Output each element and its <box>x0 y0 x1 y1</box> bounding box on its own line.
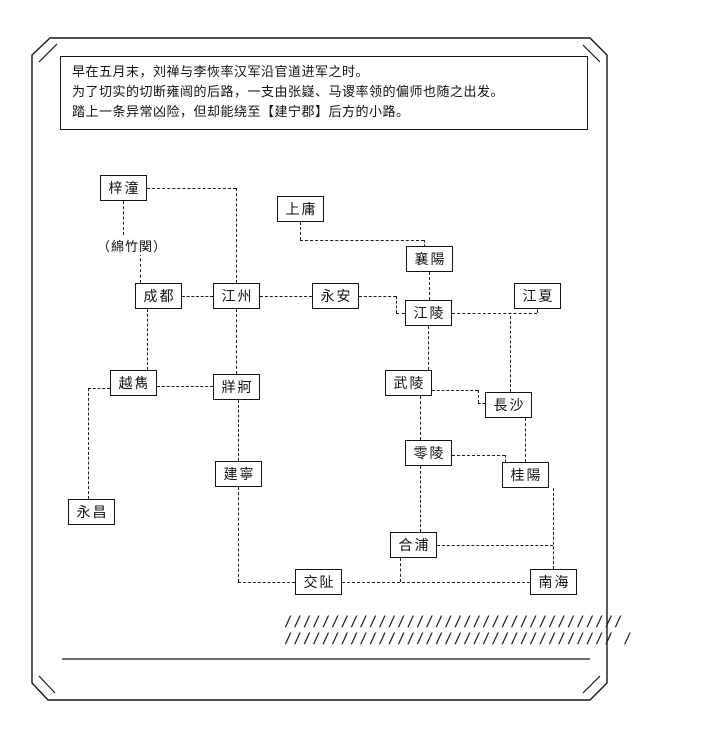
route-jiaozhi-nanhai <box>342 582 530 583</box>
route-yongan-jiangling <box>396 296 397 313</box>
map-node-shangyong: 上庸 <box>277 196 324 222</box>
map-node-jiaozhi: 交阯 <box>295 569 342 595</box>
route-yuexi-zangke <box>157 386 213 387</box>
route-shangyong-xiangyang <box>424 240 425 247</box>
map-label-mianzhuguan: （綿竹関） <box>96 236 169 255</box>
route-yongan-jiangling <box>359 296 396 297</box>
route-yongan-jiangling <box>396 313 405 314</box>
map-node-changsha: 長沙 <box>485 392 532 418</box>
route-jiangling-jiangxia <box>537 309 538 313</box>
narrative-line-1: 早在五月末，刘禅与李恢率汉军沿官道进军之时。 <box>72 65 370 80</box>
route-lingling-guiyang <box>505 455 506 462</box>
route-zitong-jiangzhou <box>236 188 237 283</box>
map-node-guiyang: 桂陽 <box>502 462 549 488</box>
route-yuexi-yongchang <box>88 388 89 499</box>
route-yuexi-yongchang <box>88 388 110 389</box>
hatch-row-2: /////////////////////////////////// / <box>284 631 633 647</box>
route-zangke-jianning <box>238 400 239 461</box>
narrative-line-3: 踏上一条异常凶险，但却能绕至【建宁郡】后方的小路。 <box>72 105 410 120</box>
route-hepu-nanhai <box>437 545 553 546</box>
route-wuling-changsha <box>432 390 478 391</box>
map-node-zangke: 牂牁 <box>213 374 260 400</box>
route-guiyang-nanhai <box>553 488 554 569</box>
route-zitong-jiangzhou <box>147 188 236 189</box>
route-lingling-guiyang <box>452 455 505 456</box>
route-lingling-hepu <box>420 466 421 532</box>
map-node-hepu: 合浦 <box>390 532 437 558</box>
route-xiangyang-jiangling <box>429 272 430 300</box>
map-node-jiangzhou: 江州 <box>213 283 260 309</box>
route-jianning-jiaozhi <box>238 487 239 582</box>
map-node-xiangyang: 襄陽 <box>406 246 453 272</box>
narrative-line-2: 为了切实的切断雍闿的后路，一支由张嶷、马谡率领的偏师也随之出发。 <box>72 85 505 100</box>
map-node-jiangxia: 江夏 <box>514 283 561 309</box>
map-node-jianning: 建寧 <box>215 461 262 487</box>
route-chengdu-jiangzhou <box>182 296 213 297</box>
route-changsha-guiyang <box>525 418 526 462</box>
route-jiangling-wuling <box>428 326 429 370</box>
route-jiangzhou-yongan <box>260 296 312 297</box>
route-hepu-jiaozhi <box>400 558 401 582</box>
route-jiangzhou-zangke <box>236 309 237 374</box>
narrative-box: 早在五月末，刘禅与李恢率汉军沿官道进军之时。 为了切实的切断雍闿的后路，一支由张… <box>60 56 588 130</box>
hatch-row-1: //////////////////////////////////// <box>284 614 624 630</box>
route-zitong-chengdu <box>140 253 141 283</box>
map-node-wuling: 武陵 <box>385 370 432 396</box>
route-wuling-lingling <box>420 396 421 440</box>
route-wuling-changsha <box>478 390 479 403</box>
route-jiangxia-changsha <box>510 316 511 392</box>
route-zitong-chengdu <box>123 201 124 235</box>
map-node-lingling: 零陵 <box>405 440 452 466</box>
route-shangyong-xiangyang <box>300 222 301 240</box>
map-node-yongchang: 永昌 <box>68 499 115 525</box>
map-node-zitong: 梓潼 <box>100 175 147 201</box>
map-node-nanhai: 南海 <box>530 569 577 595</box>
route-shangyong-xiangyang <box>300 240 424 241</box>
route-jiangling-jiangxia <box>452 313 537 314</box>
route-jianning-jiaozhi <box>238 582 295 583</box>
route-chengdu-yuexi <box>147 309 148 370</box>
map-node-chengdu: 成都 <box>135 283 182 309</box>
map-node-yuexi: 越雋 <box>110 370 157 396</box>
route-wuling-changsha <box>478 403 485 404</box>
map-node-yongan: 永安 <box>312 283 359 309</box>
map-node-jiangling: 江陵 <box>405 300 452 326</box>
